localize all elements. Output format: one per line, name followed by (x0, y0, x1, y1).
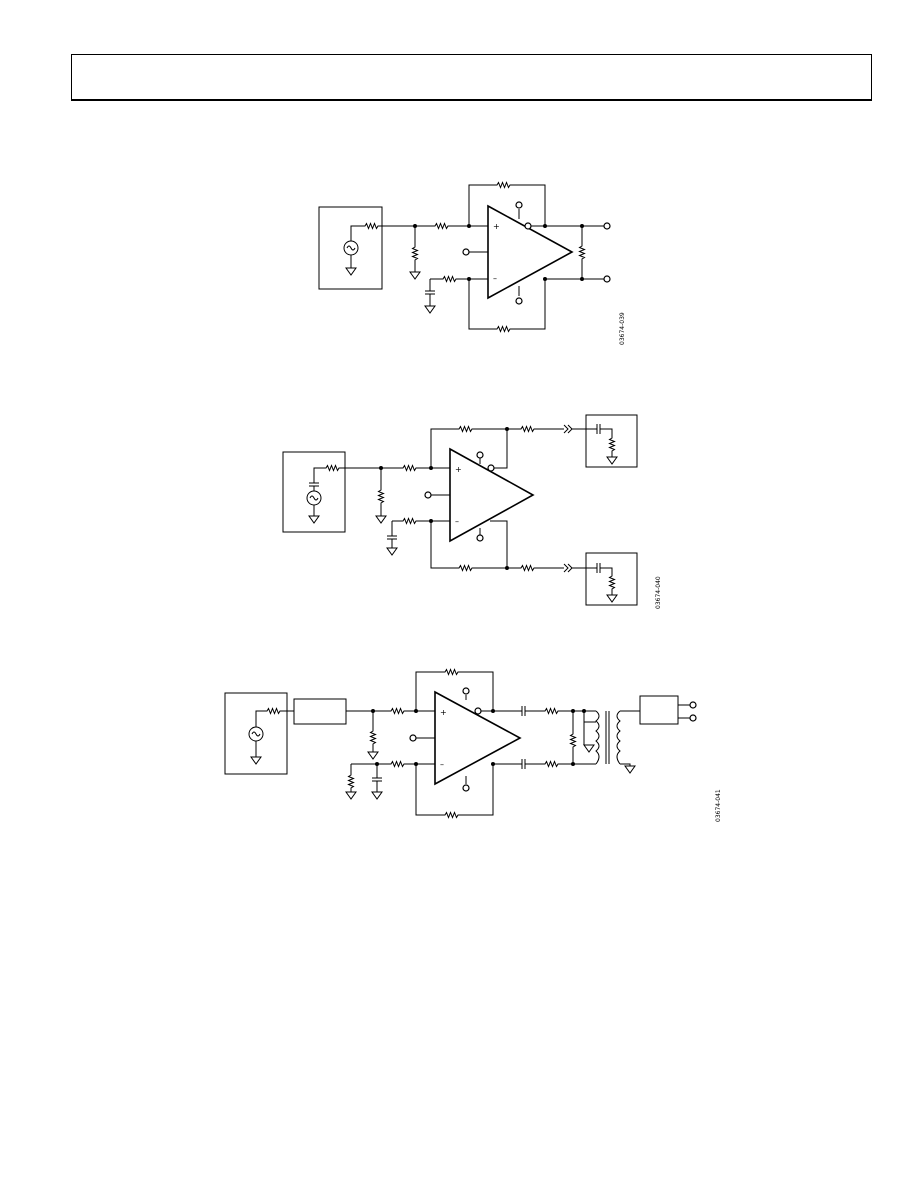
plus-label: + (455, 465, 462, 474)
amplifier-triangle (449, 447, 535, 543)
figure-2-circuit: + – 03674-040 (282, 414, 662, 609)
transformer-primary (595, 710, 600, 765)
ac-source-icon (306, 490, 322, 506)
header-box (71, 54, 872, 101)
figure-code: 03674-040 (655, 576, 662, 609)
output-box (639, 695, 679, 725)
analyzer-box-bottom (585, 552, 638, 606)
ac-source-icon (248, 726, 264, 742)
ground-icon (345, 267, 357, 276)
minus-label: – (493, 274, 497, 283)
figure-code: 03674-039 (619, 312, 626, 345)
figure-1-circuit: + – 03674-039 (318, 182, 626, 345)
analyzer-box-top (585, 414, 638, 468)
filter-box (293, 698, 347, 725)
figure-code: 03674-041 (715, 789, 722, 822)
amplifier-triangle (434, 690, 522, 786)
minus-label: – (440, 760, 444, 769)
plus-label: + (440, 708, 447, 717)
signal-generator-box (318, 206, 383, 290)
plus-label: + (493, 222, 500, 231)
signal-generator-box (282, 451, 346, 533)
transformer-secondary (616, 710, 621, 765)
figure-3-circuit: + – (224, 669, 722, 822)
ground-icon (250, 756, 262, 765)
ac-source-icon (343, 240, 359, 256)
amplifier-triangle (487, 204, 574, 300)
signal-generator-box (224, 692, 288, 775)
ground-icon (308, 515, 320, 524)
minus-label: – (455, 517, 459, 526)
